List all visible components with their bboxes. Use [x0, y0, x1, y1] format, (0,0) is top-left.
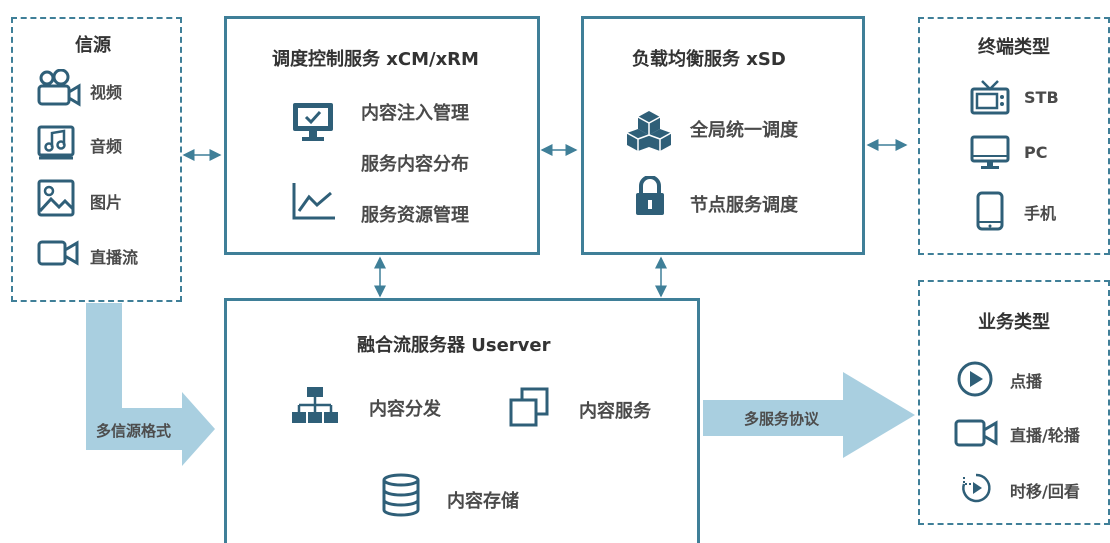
monitor-icon	[970, 135, 1010, 171]
balance-item-global: 全局统一调度	[690, 120, 798, 141]
business-item-live-label: 直播/轮播	[1010, 426, 1080, 445]
server-item-storage: 内容存储	[447, 491, 519, 512]
server-panel: 融合流服务器 Userver 内容分发 内容服务 内容存储	[224, 298, 700, 543]
control-panel: 调度控制服务 xCM/xRM 内容注入管理 服务内容分布 服务资源管理	[224, 16, 540, 255]
control-title: 调度控制服务 xCM/xRM	[272, 49, 479, 70]
server-item-distribution: 内容分发	[369, 399, 441, 420]
business-item-vod-label: 点播	[1010, 372, 1043, 391]
phone-icon	[976, 191, 1004, 231]
image-icon	[37, 179, 77, 219]
source-item-audio-label: 音频	[90, 137, 123, 156]
server-title: 融合流服务器 Userver	[357, 335, 551, 356]
monitor-check-icon	[291, 101, 335, 143]
control-item-distribution: 服务内容分布	[361, 154, 469, 175]
balance-item-node: 节点服务调度	[690, 195, 798, 216]
terminal-item-phone-label: 手机	[1024, 204, 1057, 223]
terminal-item-pc-label: PC	[1024, 143, 1048, 162]
network-hierarchy-icon	[291, 385, 339, 425]
camcorder-icon	[954, 418, 998, 448]
business-panel: 业务类型 点播 直播/轮播 时移/回看	[918, 280, 1110, 525]
terminal-panel: 终端类型 STB PC 手机	[918, 17, 1110, 255]
replay-icon	[960, 472, 992, 504]
music-icon	[37, 125, 77, 161]
server-item-service: 内容服务	[579, 401, 651, 422]
source-title: 信源	[75, 35, 111, 56]
balance-title: 负载均衡服务 xSD	[632, 49, 786, 70]
source-panel: 信源 视频 音频 图片 直播流	[11, 17, 182, 302]
balance-panel: 负载均衡服务 xSD 全局统一调度 节点服务调度	[581, 16, 865, 255]
business-title: 业务类型	[978, 312, 1050, 333]
line-chart-icon	[291, 181, 337, 221]
database-icon	[381, 473, 421, 517]
control-item-resource: 服务资源管理	[361, 205, 469, 226]
camcorder-icon	[37, 239, 79, 267]
source-item-video-label: 视频	[90, 83, 123, 102]
cubes-icon	[626, 109, 672, 151]
terminal-item-stb-label: STB	[1024, 88, 1059, 107]
source-item-image-label: 图片	[90, 193, 123, 212]
video-camera-icon	[37, 69, 81, 107]
control-item-injection: 内容注入管理	[361, 103, 469, 124]
multi-protocol-label: 多服务协议	[744, 410, 820, 428]
play-icon	[956, 360, 994, 398]
multi-source-format-label: 多信源格式	[96, 422, 172, 440]
tv-icon	[970, 77, 1010, 117]
terminal-title: 终端类型	[978, 37, 1050, 58]
business-item-timeshift-label: 时移/回看	[1010, 482, 1080, 501]
lock-icon	[634, 176, 666, 216]
source-item-live-label: 直播流	[90, 248, 139, 267]
copy-windows-icon	[509, 387, 549, 427]
